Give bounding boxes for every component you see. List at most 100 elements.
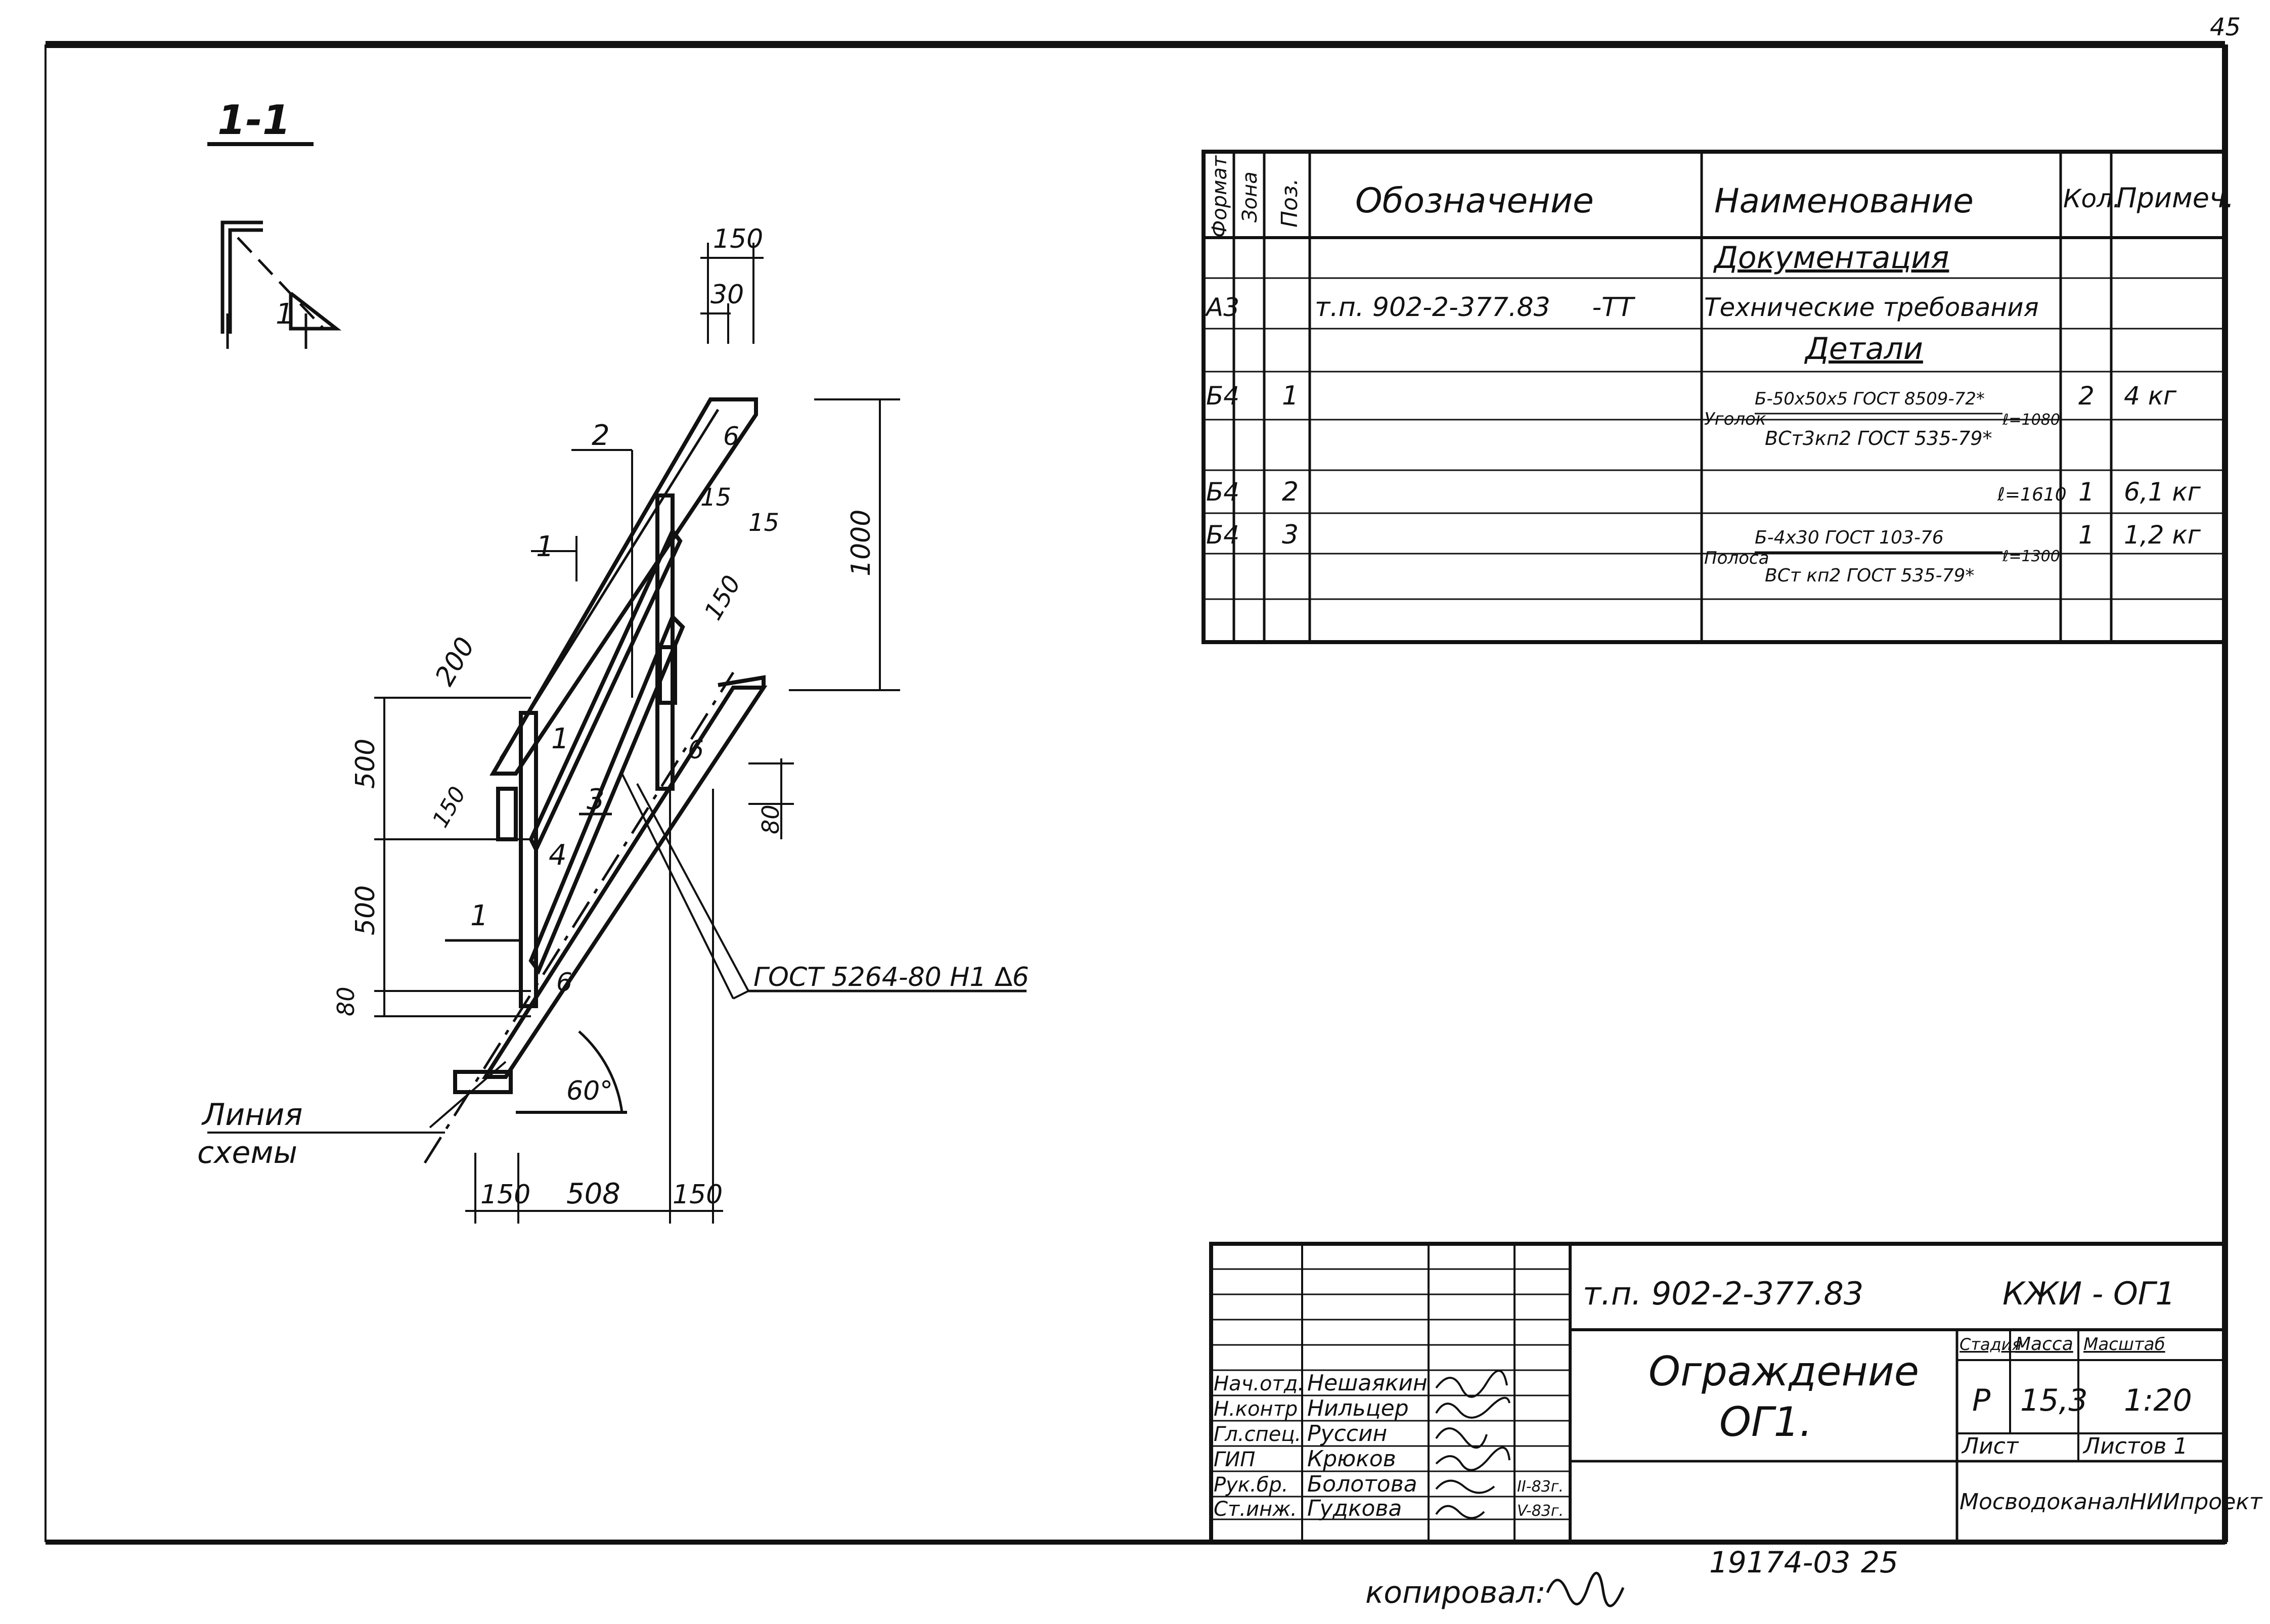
sig-role-1: Нач.отд. xyxy=(1214,1372,1304,1395)
pos-3: 3 xyxy=(587,783,605,816)
row2-name-bottom: ВСт3кп2 ГОСТ 535-79* xyxy=(1765,427,1992,449)
specification-table xyxy=(1201,150,2227,644)
col-zone: Зона xyxy=(1238,171,1262,222)
row1-designation: т.п. 902-2-377.83 -ТТ xyxy=(1315,292,1636,323)
row3-length: ℓ=1610 xyxy=(1997,484,2067,505)
tb-sheet-label: Лист xyxy=(1961,1433,2019,1459)
row4-qty: 1 xyxy=(2078,520,2095,550)
angle-label: 60° xyxy=(566,1076,613,1106)
dim-150-small: 150 xyxy=(427,782,471,832)
row1-name: Технические требования xyxy=(1704,293,2039,322)
dim-80-right: 80 xyxy=(757,804,784,834)
col-name: Наименование xyxy=(1714,182,1974,220)
pos-1-upper: 1 xyxy=(551,723,569,755)
stringer xyxy=(481,686,768,1079)
sig-name-2: Нильцер xyxy=(1307,1395,1409,1421)
weld-6-mid: 6 xyxy=(688,735,704,764)
dim-15-b: 15 xyxy=(748,509,779,537)
sig-role-6: Ст.инж. xyxy=(1214,1498,1297,1521)
tb-stage-label: Стадия xyxy=(1960,1335,2022,1354)
dim-30: 30 xyxy=(710,280,744,310)
row2-pos: 1 xyxy=(1282,381,1299,411)
section-parts: Детали xyxy=(1804,331,1923,367)
dim-80-left: 80 xyxy=(332,986,360,1016)
scheme-line-label-2: схемы xyxy=(197,1135,297,1170)
sig-name-3: Руссин xyxy=(1307,1421,1387,1447)
tb-sheets-label: Листов 1 xyxy=(2082,1433,2188,1459)
footer-copied: копировал: xyxy=(1365,1575,1546,1610)
row2-name-prefix: Уголок xyxy=(1704,409,1766,429)
dim-bottom-left: 150 xyxy=(480,1180,530,1210)
dim-15-a: 15 xyxy=(700,483,731,512)
dim-200: 200 xyxy=(429,633,481,691)
row2-qty: 2 xyxy=(2078,381,2095,411)
tb-scale: 1:20 xyxy=(2124,1383,2192,1418)
tb-sheet-code: КЖИ - ОГ1 xyxy=(2002,1275,2175,1312)
row2-length: ℓ=1080 xyxy=(2002,411,2060,429)
row2-note: 4 кг xyxy=(2124,381,2177,411)
weld-6-bot: 6 xyxy=(556,968,572,997)
sig-date-5: II-83г. xyxy=(1517,1478,1564,1496)
row3-pos: 2 xyxy=(1282,477,1299,507)
col-qty: Кол. xyxy=(2063,184,2121,213)
dim-500-a: 500 xyxy=(350,739,381,789)
tb-title-1: Ограждение xyxy=(1649,1348,1919,1395)
col-pos: Поз. xyxy=(1277,178,1303,228)
copier-signature xyxy=(1546,1571,1625,1607)
scheme-line-label-1: Линия xyxy=(201,1097,302,1133)
dim-150-top: 150 xyxy=(713,224,763,254)
footer-number: 19174-03 xyxy=(1709,1545,1850,1580)
sig-role-3: Гл.спец. xyxy=(1214,1423,1301,1446)
title-block xyxy=(1209,1242,2227,1544)
col-format: Формат xyxy=(1208,155,1231,238)
row2-name-top: Б-50х50х5 ГОСТ 8509-72* xyxy=(1755,389,1985,409)
dim-500-b: 500 xyxy=(350,885,381,935)
tb-scale-label: Масштаб xyxy=(2083,1334,2165,1355)
row3-note: 6,1 кг xyxy=(2124,477,2201,507)
sig-role-5: Рук.бр. xyxy=(1214,1473,1288,1497)
pos-1-lower: 1 xyxy=(470,899,488,932)
weld-note: ГОСТ 5264-80 Н1 ∆6 xyxy=(753,962,1029,993)
sig-name-1: Нешаякин xyxy=(1307,1370,1428,1396)
row4-length: ℓ=1300 xyxy=(2002,548,2060,565)
row4-pos: 3 xyxy=(1282,520,1299,550)
row4-name-bottom: ВСт кп2 ГОСТ 535-79* xyxy=(1765,565,1974,586)
pos-2: 2 xyxy=(592,419,610,452)
tb-stage: Р xyxy=(1972,1383,1991,1418)
section-docs: Документация xyxy=(1713,240,1949,276)
row3-format: Б4 xyxy=(1206,477,1239,507)
dim-bottom-right: 150 xyxy=(673,1180,723,1210)
row1-format: А3 xyxy=(1205,293,1239,322)
lower-rail xyxy=(528,527,683,854)
post-right xyxy=(655,493,675,791)
col-note: Примеч. xyxy=(2116,182,2234,214)
tb-title-2: ОГ1. xyxy=(1719,1399,1812,1446)
sig-name-5: Болотова xyxy=(1307,1471,1417,1497)
row4-note: 1,2 кг xyxy=(2124,520,2201,550)
row4-name-prefix: Полоса xyxy=(1704,548,1769,568)
tb-project: т.п. 902-2-377.83 xyxy=(1583,1275,1863,1312)
cut-mark: 1 xyxy=(536,530,554,563)
triangle-mark: 1 xyxy=(276,298,294,331)
pos-4: 4 xyxy=(549,839,567,872)
angle-profile-sketch: 1 xyxy=(220,220,342,349)
sig-date-6: V-83г. xyxy=(1517,1502,1564,1520)
dim-1000: 1000 xyxy=(846,510,876,576)
row4-name-top: Б-4х30 ГОСТ 103-76 xyxy=(1755,527,1944,548)
dim-150-diag: 150 xyxy=(699,571,746,625)
col-designation: Обозначение xyxy=(1355,181,1594,221)
row4-format: Б4 xyxy=(1206,520,1239,550)
dim-bottom-mid: 508 xyxy=(566,1178,620,1210)
page-number: 45 xyxy=(2210,13,2241,41)
tb-mass: 15,3 xyxy=(2020,1383,2088,1418)
tb-org: МосводоканалНИИпроект xyxy=(1960,1489,2263,1515)
weld-6-top: 6 xyxy=(723,422,739,451)
railing-elevation xyxy=(423,397,1027,1164)
svg-text:1-1: 1-1 xyxy=(217,97,291,144)
dimension-lines xyxy=(207,243,900,1224)
middle-rail xyxy=(528,613,685,975)
row3-qty: 1 xyxy=(2078,477,2095,507)
row2-format: Б4 xyxy=(1206,381,1239,411)
handrail xyxy=(489,397,758,776)
